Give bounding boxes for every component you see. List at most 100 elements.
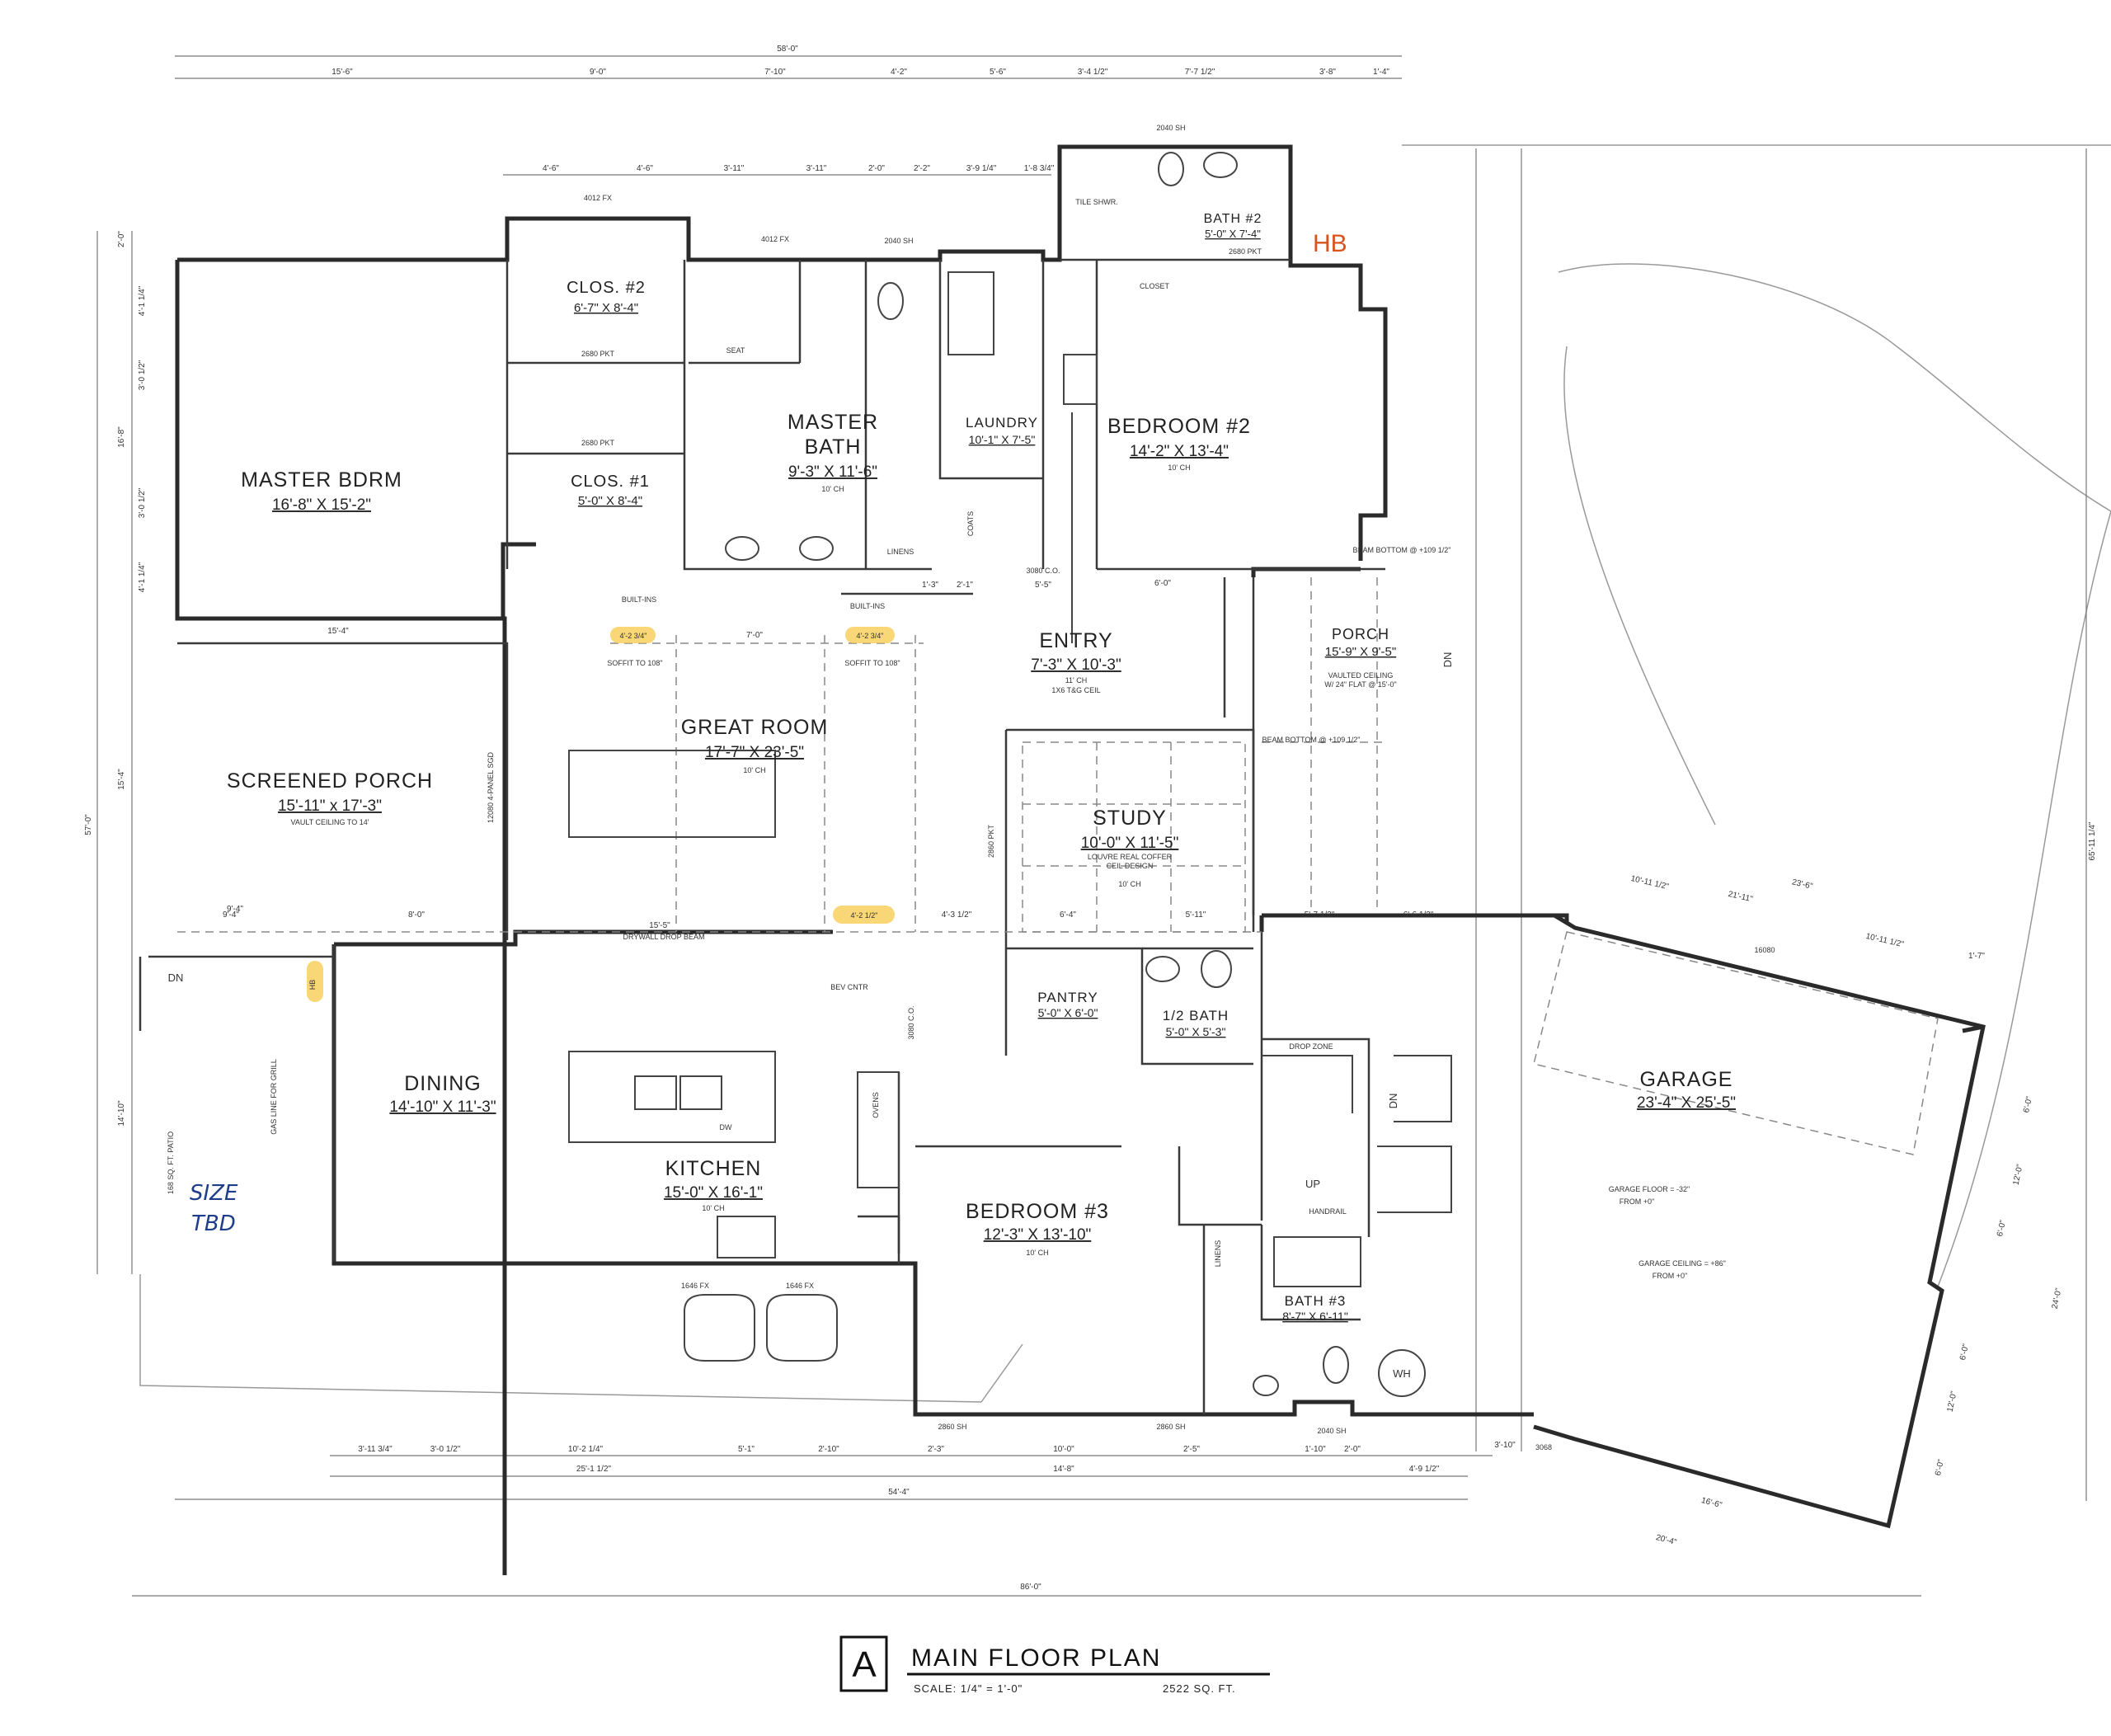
drywall-beam-note: DRYWALL DROP BEAM xyxy=(623,933,704,941)
dim-second-1: 4'-6" xyxy=(637,164,653,173)
dim-garage-1: 21'-11" xyxy=(1728,890,1754,905)
porch-note2: W/ 24" FLAT @ 15'-0" xyxy=(1324,680,1396,689)
beam-bottom-label-1: BEAM BOTTOM @ +109 1/2" xyxy=(1353,546,1451,554)
study-note: LOUVRE REAL COFFER xyxy=(1088,853,1173,861)
entry-name: ENTRY xyxy=(1039,629,1112,652)
dim-second-2: 3'-11" xyxy=(724,164,745,173)
clos2-name: CLOS. #2 xyxy=(567,279,646,297)
master-bath-name2: BATH xyxy=(805,435,862,459)
dim-overall-top: 58'-0" xyxy=(777,45,798,54)
plan-notes: SOFFIT TO 108" SOFFIT TO 108" DRYWALL DR… xyxy=(167,124,1775,1451)
dim-top-2: 7'-10" xyxy=(764,68,786,77)
dim-bottom-7: 2'-5" xyxy=(1183,1445,1200,1454)
dim-right-65: 65'-11 1/4" xyxy=(2088,821,2097,860)
sh-2040-label-b: 2040 SH xyxy=(884,237,913,245)
clos2-size: 6'-7" X 8'-4" xyxy=(574,301,638,315)
dim-second-4: 2'-0" xyxy=(868,164,885,173)
linens-note: LINENS xyxy=(887,548,914,556)
pkt-2680-label-c: 2680 PKT xyxy=(1229,247,1262,256)
handrail-note: HANDRAIL xyxy=(1309,1207,1347,1216)
garage-note2: FROM +0" xyxy=(1620,1197,1654,1206)
bedroom2-name: BEDROOM #2 xyxy=(1107,415,1251,438)
up-label: UP xyxy=(1305,1178,1320,1190)
dim-bottom-1: 3'-0 1/2" xyxy=(430,1445,461,1454)
door-3068-label: 3068 xyxy=(1535,1443,1552,1451)
title-block: A MAIN FLOOR PLAN SCALE: 1/4" = 1'-0" 25… xyxy=(839,1635,1270,1695)
dim-top-1: 9'-0" xyxy=(590,68,606,77)
beam-bottom-label-2: BEAM BOTTOM @ +109 1/2" xyxy=(1262,736,1361,744)
bedroom3-name: BEDROOM #3 xyxy=(966,1200,1109,1223)
dim-bottom-0: 3'-11 3/4" xyxy=(358,1445,393,1454)
site-lines xyxy=(139,144,2111,1403)
dim-left-0: 2'-0" xyxy=(117,231,126,247)
dim-misc-5: 7'-0" xyxy=(746,631,763,640)
kitchen-note: 10' CH xyxy=(702,1204,724,1212)
dim-garage-11: 6'-0" xyxy=(1934,1458,1946,1476)
built-ins-note-1: BUILT-INS xyxy=(622,595,656,604)
dim-bottom-4: 2'-10" xyxy=(818,1445,839,1454)
title-area: 2522 SQ. FT. xyxy=(1163,1682,1236,1695)
dim-garage-5: 6'-0" xyxy=(2022,1095,2034,1113)
great-room-name: GREAT ROOM xyxy=(681,716,829,739)
dim-second-3: 3'-11" xyxy=(806,164,827,173)
dimension-text: 58'-0" 86'-0" 54'-4" 25'-1 1/2" 14'-8" 5… xyxy=(84,45,2097,1592)
porch-name: PORCH xyxy=(1332,626,1389,642)
pantry-size: 5'-0" X 6'-0" xyxy=(1038,1006,1098,1019)
kitchen-size: 15'-0" X 16'-1" xyxy=(664,1184,763,1202)
interior-walls xyxy=(139,258,1385,1414)
handwritten-size: SIZE xyxy=(190,1181,238,1206)
dim-left-4: 4'-1 1/4" xyxy=(138,562,147,592)
bedroom3-size: 12'-3" X 13'-10" xyxy=(984,1226,1092,1244)
great-room-note: 10' CH xyxy=(743,766,765,774)
dim-bottom-5: 2'-3" xyxy=(928,1445,944,1454)
dim-bottom-54: 54'-4" xyxy=(888,1488,910,1497)
dim-misc-0: 15'-5" xyxy=(649,921,670,930)
dim-left-3: 3'-0 1/2" xyxy=(138,487,147,518)
dim-misc-4: 15'-4" xyxy=(327,627,349,636)
dining-name: DINING xyxy=(404,1072,482,1095)
dim-misc-7: 5'-11" xyxy=(1186,910,1206,920)
bath2-name: BATH #2 xyxy=(1204,212,1262,226)
dn-label-3: DN xyxy=(1387,1094,1399,1109)
dim-garage-7: 6'-0" xyxy=(1996,1219,2008,1237)
master-bdrm-size: 16'-8" X 15'-2" xyxy=(272,496,371,514)
study-note3: 10' CH xyxy=(1118,880,1140,888)
dim-second-7: 1'-8 3/4" xyxy=(1024,164,1055,173)
sgd-label: 12080 4-PANEL SGD xyxy=(487,751,495,823)
master-bath-name: MASTER xyxy=(788,411,878,434)
study-note2: CEIL DESIGN xyxy=(1107,862,1154,870)
dim-garage-10: 12'-0" xyxy=(1946,1390,1959,1413)
closet-note: CLOSET xyxy=(1140,282,1170,290)
dim-misc-9: 6'-6 1/2" xyxy=(1403,910,1434,920)
bedroom2-note: 10' CH xyxy=(1168,463,1190,472)
dim-misc-3: 9'-4" xyxy=(223,910,239,920)
half-bath-name: 1/2 BATH xyxy=(1163,1008,1229,1023)
dim-garage-12: 20'-4" xyxy=(1655,1533,1678,1547)
dim-garage-4: 1'-7" xyxy=(1968,952,1985,961)
built-ins-note-2: BUILT-INS xyxy=(850,602,885,610)
dim-top-3: 4'-2" xyxy=(891,68,907,77)
dining-size: 14'-10" X 11'-3" xyxy=(389,1099,496,1116)
pantry-name: PANTRY xyxy=(1037,990,1098,1005)
gas-line-label: GAS LINE FOR GRILL xyxy=(270,1059,278,1135)
highlight-dim-3: 4'-2 1/2" xyxy=(851,911,878,920)
dim-misc-6: 6'-4" xyxy=(1060,910,1076,920)
fx-4012-label-b: 4012 FX xyxy=(761,235,789,243)
garage-door-label: 16080 xyxy=(1754,946,1775,954)
garage-note4: FROM +0" xyxy=(1653,1272,1687,1280)
door-3080-co-label: 3080 C.O. xyxy=(907,1005,915,1039)
drop-zone-note: DROP ZONE xyxy=(1289,1042,1333,1051)
ceiling-lines xyxy=(177,577,1939,1155)
dim-left-7: 14'-10" xyxy=(117,1100,126,1126)
dim-left-57: 57'-0" xyxy=(84,814,93,835)
dim-left-8: 9'-4" xyxy=(227,905,243,914)
screened-porch-name: SCREENED PORCH xyxy=(227,769,433,793)
linens-label-2: LINENS xyxy=(1214,1240,1222,1268)
dim-misc-8: 5'-7 1/2" xyxy=(1305,910,1335,920)
dim-bottom-25: 25'-1 1/2" xyxy=(576,1465,612,1474)
soffit-note-1: SOFFIT TO 108" xyxy=(607,659,662,667)
dim-bottom-10: 4'-9 1/2" xyxy=(1409,1465,1440,1474)
bath2-size: 5'-0" X 7'-4" xyxy=(1205,228,1261,240)
screened-porch-size: 15'-11" x 17'-3" xyxy=(278,797,382,815)
dim-top-7: 3'-8" xyxy=(1319,68,1336,77)
